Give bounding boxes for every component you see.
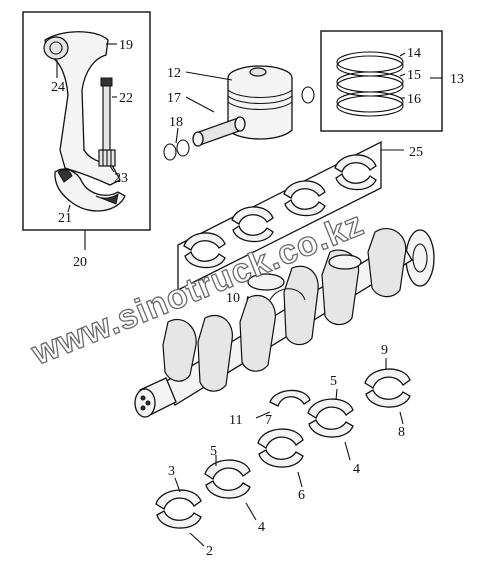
circlip: [301, 86, 315, 104]
rod-bearing-shell-pair: [283, 180, 326, 217]
label-12: 12: [167, 66, 181, 81]
label-2: 2: [206, 544, 213, 559]
label-9: 9: [381, 343, 388, 358]
connecting-rod-box: [22, 11, 151, 231]
compression-ring-2: [336, 71, 404, 93]
label-10: 10: [226, 291, 240, 306]
rod-bolt: [102, 81, 111, 153]
piston-rings-group: [320, 30, 443, 132]
rod-bearing-shells-group: [177, 140, 404, 292]
rod-bearing-shell-pair: [334, 154, 377, 191]
connecting-rod-group: [22, 11, 151, 250]
thrust-half-washer: [269, 389, 311, 407]
label-21: 21: [58, 211, 72, 226]
circlip: [163, 143, 177, 161]
label-5-lower: 5: [210, 444, 217, 459]
rod-bearings-panel: [177, 140, 382, 292]
crank-web: [283, 265, 319, 346]
oil-control-ring: [336, 91, 404, 113]
piston-group: [163, 65, 315, 161]
main-bearing-shell-pair: [204, 455, 257, 521]
label-3: 3: [168, 464, 175, 479]
crankshaft-nose: [134, 388, 156, 418]
label-16: 16: [407, 92, 421, 107]
circlip: [176, 139, 190, 157]
label-19: 19: [119, 38, 133, 53]
crank-web: [162, 318, 197, 382]
crank-web: [197, 314, 233, 392]
label-11: 11: [229, 413, 242, 428]
label-6: 6: [298, 488, 305, 503]
main-bearing-shell-pair: [257, 428, 304, 488]
crankshaft: [134, 227, 435, 419]
label-5-upper: 5: [330, 374, 337, 389]
label-24: 24: [51, 80, 65, 95]
label-7: 7: [265, 413, 272, 428]
label-13: 13: [450, 72, 464, 87]
main-bearing-shell-pair: [155, 477, 205, 547]
label-8: 8: [398, 425, 405, 440]
label-20: 20: [73, 255, 87, 270]
crank-web: [367, 227, 407, 298]
label-4-upper: 4: [353, 462, 360, 477]
rod-bearing-shell-pair: [231, 206, 274, 243]
label-17: 17: [167, 91, 181, 106]
crank-web: [239, 294, 276, 372]
main-bearing-shell-pair: [307, 388, 354, 461]
label-14: 14: [407, 46, 421, 61]
compression-ring-1: [336, 51, 404, 73]
thrust-washer: [269, 288, 306, 301]
piston-rings-box: [320, 30, 443, 132]
small-end-bushing: [43, 36, 69, 60]
label-25: 25: [409, 145, 423, 160]
label-15: 15: [407, 68, 421, 83]
label-18: 18: [169, 115, 183, 130]
label-4-lower: 4: [258, 520, 265, 535]
main-bearing-shell-pair: [364, 358, 411, 425]
part-labels: 19 24 22 23 21 20 12 17 18 14 15 16 13 2…: [51, 38, 464, 559]
rod-bearing-shell-pair: [183, 232, 226, 269]
label-22: 22: [119, 91, 133, 106]
main-bearing-shells-group: [155, 358, 411, 547]
label-23: 23: [114, 171, 128, 186]
